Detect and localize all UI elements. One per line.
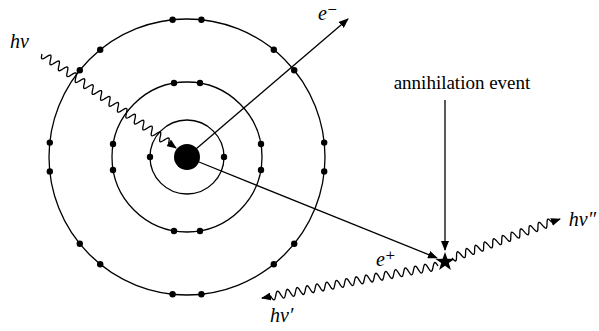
electron-dot <box>271 261 277 267</box>
electron-track <box>196 19 348 149</box>
electron-dot <box>110 167 116 173</box>
electron-dot <box>198 17 204 23</box>
electron-dot <box>147 154 153 160</box>
electron-dot <box>110 141 116 147</box>
electron-dot <box>169 291 175 297</box>
electron-dot <box>171 228 177 234</box>
middle-shell <box>112 82 262 232</box>
electron-label: e⁻ <box>318 2 337 24</box>
photon-waves <box>41 54 560 300</box>
electron-dot <box>321 168 327 174</box>
electron-dot <box>47 139 53 145</box>
electron-dot <box>291 67 297 73</box>
photon-wave <box>41 54 176 148</box>
electron-dot <box>258 141 264 147</box>
electron-dot <box>77 67 83 73</box>
leader-arrow <box>444 100 445 250</box>
electron-dot <box>197 228 203 234</box>
electron-dot <box>198 291 204 297</box>
electron-dot <box>169 17 175 23</box>
photon-wave <box>262 263 438 300</box>
electron-dot <box>321 139 327 145</box>
electron-dot <box>97 47 103 53</box>
electron-dot <box>258 167 264 173</box>
electron-dot <box>77 241 83 247</box>
electron-dot <box>197 80 203 86</box>
positron-track <box>199 162 437 258</box>
electron-dot <box>171 80 177 86</box>
inner-shell <box>150 120 224 194</box>
electron-dot <box>47 168 53 174</box>
outer-shell <box>49 19 325 295</box>
nucleus <box>174 144 200 170</box>
photon-label: hν <box>10 30 29 52</box>
electron-dot <box>271 47 277 53</box>
electron-dot <box>291 241 297 247</box>
annihilation-star <box>436 252 455 270</box>
positron-label: e⁺ <box>376 248 395 270</box>
photon-label: hν′ <box>270 304 293 326</box>
electron-dot <box>97 261 103 267</box>
electron-dot <box>221 154 227 160</box>
photon-label: hν″ <box>569 208 596 230</box>
event-label: annihilation event <box>394 72 531 94</box>
photon-wave <box>452 219 560 261</box>
